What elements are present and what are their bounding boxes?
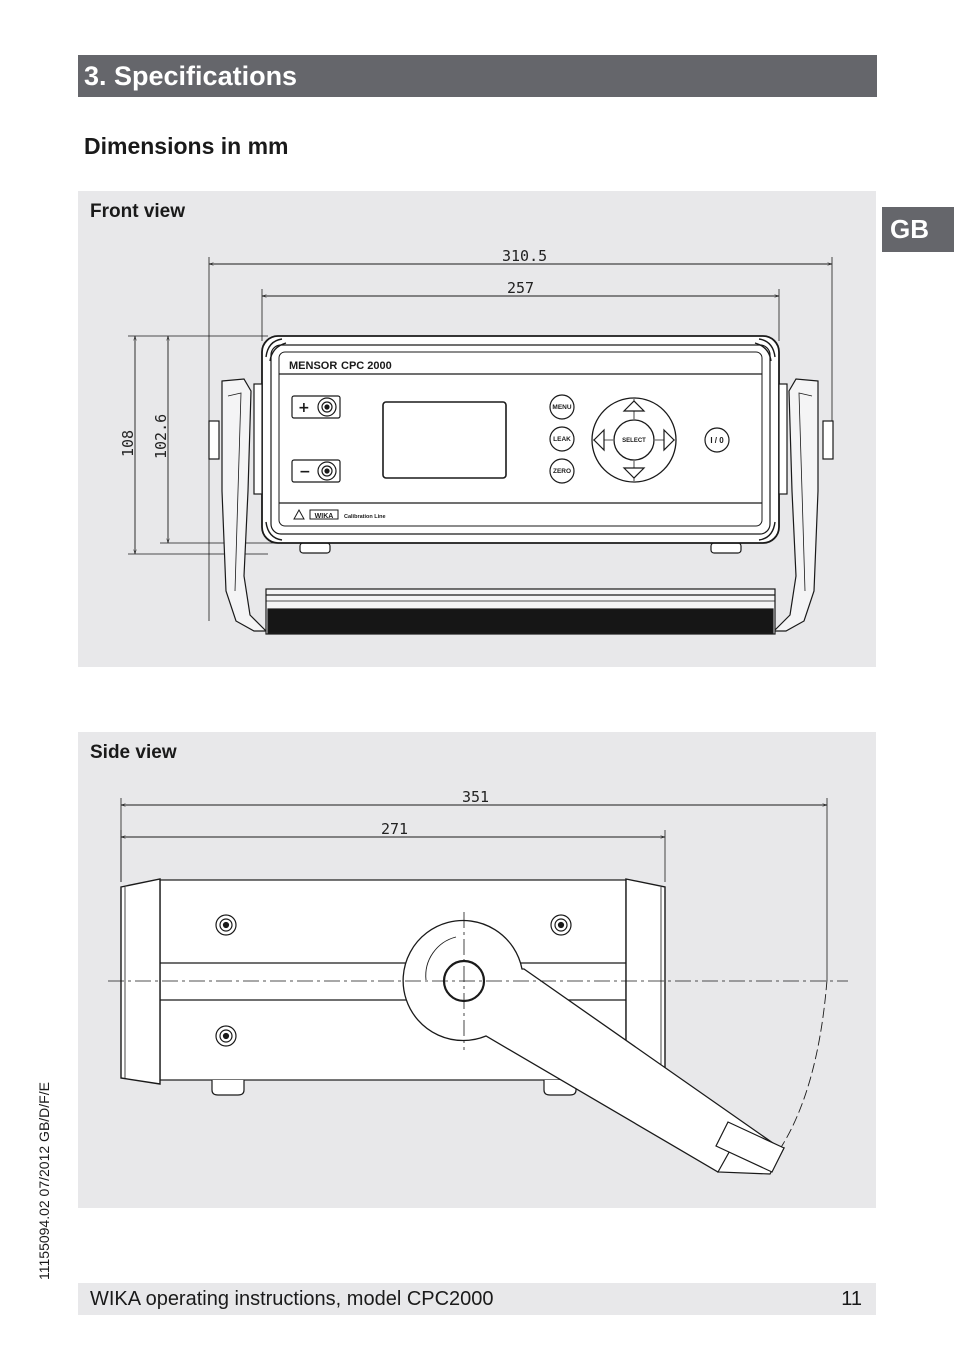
front-view-title: Front view <box>90 201 186 222</box>
document-code: 11155094.02 07/2012 GB/D/F/E <box>36 1082 52 1280</box>
model-label: CPC 2000 <box>341 360 392 372</box>
select-key-label: SELECT <box>622 438 646 444</box>
port-plus-label: + <box>298 400 310 416</box>
side-view-title: Side view <box>90 742 177 763</box>
language-tab-label: GB <box>890 214 929 244</box>
leak-key <box>549 426 575 452</box>
menu-key <box>549 394 575 420</box>
section-header: 3. Specifications <box>78 55 877 97</box>
left-handle <box>208 378 268 632</box>
dimension-label-351: 351 <box>462 788 489 806</box>
leak-key-label: LEAK <box>553 436 571 443</box>
warning-icon <box>293 508 305 520</box>
pressure-port-plus: + <box>291 395 341 419</box>
power-key-label: I / 0 <box>710 436 724 445</box>
footer-text: WIKA operating instructions, model CPC20… <box>90 1288 494 1310</box>
menu-key-label: MENU <box>552 404 571 411</box>
section-title: 3. Specifications <box>84 61 298 91</box>
calibration-line-label: Calibration Line <box>344 514 386 520</box>
wika-logo-label: WIKA <box>315 513 334 520</box>
language-tab: GB <box>882 207 954 252</box>
front-view-drawing: 310.5 257 108 102.6 <box>119 247 834 635</box>
port-minus-label: − <box>299 464 311 480</box>
power-key <box>704 427 730 453</box>
page-footer: WIKA operating instructions, model CPC20… <box>78 1283 876 1315</box>
dimension-body-width: 257 <box>261 279 780 341</box>
dimension-label-102-6: 102.6 <box>152 414 170 459</box>
pressure-port-minus: − <box>291 459 341 483</box>
navigation-pad: SELECT <box>591 397 677 483</box>
side-view-drawing: 351 271 <box>108 788 848 1175</box>
dimension-label-257: 257 <box>507 279 534 297</box>
handle-swing-arc <box>777 979 828 1153</box>
device-display <box>382 401 507 479</box>
right-handle <box>772 378 834 632</box>
dimension-body-length: 271 <box>120 820 666 882</box>
side-view-figure: Side view 351 271 <box>78 732 876 1208</box>
dimensions-heading: Dimensions in mm <box>84 133 289 159</box>
device-front-panel: MENSOR CPC 2000 + − MEN <box>253 335 788 544</box>
zero-key-label: ZERO <box>553 468 571 475</box>
brand-label: MENSOR <box>289 360 337 372</box>
dimension-label-108: 108 <box>119 430 137 457</box>
dimension-label-310-5: 310.5 <box>502 247 547 265</box>
page-number: 11 <box>841 1288 862 1310</box>
carry-bar <box>265 588 776 635</box>
front-view-figure: Front view 310.5 257 108 <box>78 191 876 667</box>
zero-key <box>549 458 575 484</box>
dimension-label-271: 271 <box>381 820 408 838</box>
